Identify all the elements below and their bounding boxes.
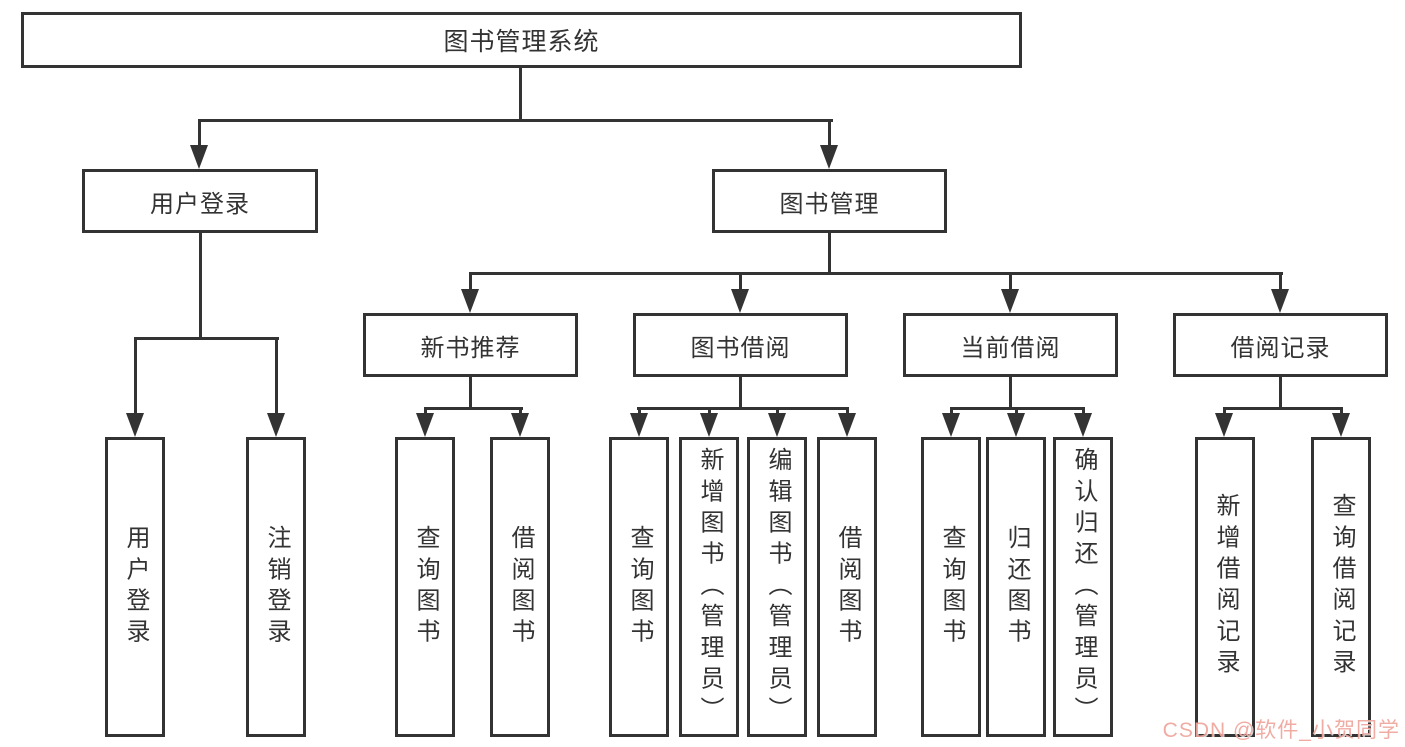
arrow-down-icon [267, 413, 285, 437]
arrow-down-icon [416, 413, 434, 437]
connector-line [846, 407, 849, 417]
node-user-login-leaf: 用户登录 [105, 437, 165, 737]
node-query-books-borrow: 查询图书 [609, 437, 669, 737]
arrow-down-icon [700, 413, 718, 437]
node-label: 确认归还（管理员） [1070, 446, 1097, 728]
arrow-down-icon [942, 413, 960, 437]
node-label: 用户登录 [122, 524, 149, 650]
connector-line [198, 119, 201, 147]
arrow-down-icon [511, 413, 529, 437]
node-book-management: 图书管理 [712, 169, 947, 233]
node-logout: 注销登录 [246, 437, 306, 737]
connector-line [134, 337, 137, 415]
arrow-down-icon [1001, 289, 1019, 313]
connector-line [469, 272, 472, 292]
connector-line [199, 233, 202, 340]
connector-line [739, 272, 742, 292]
node-label: 查询图书 [938, 524, 965, 650]
arrow-down-icon [768, 413, 786, 437]
node-add-books-admin: 新增图书（管理员） [679, 437, 739, 737]
connector-line [198, 119, 833, 122]
connector-line [638, 407, 641, 417]
node-edit-books-admin: 编辑图书（管理员） [747, 437, 807, 737]
node-current-borrowing: 当前借阅 [903, 313, 1118, 377]
connector-line [1009, 377, 1012, 410]
node-label: 注销登录 [263, 524, 290, 650]
connector-line [424, 407, 523, 410]
node-library-system: 图书管理系统 [21, 12, 1022, 68]
node-label: 查询图书 [626, 524, 653, 650]
node-label: 新增图书（管理员） [696, 446, 723, 728]
connector-line [739, 377, 742, 410]
node-borrow-books-recommend: 借阅图书 [490, 437, 550, 737]
node-label: 图书借阅 [690, 334, 791, 362]
node-label: 查询借阅记录 [1328, 493, 1355, 681]
node-borrow-books: 借阅图书 [817, 437, 877, 737]
arrow-down-icon [1332, 413, 1350, 437]
node-label: 归还图书 [1003, 524, 1030, 650]
node-label: 图书管理系统 [443, 28, 600, 56]
node-label: 借阅图书 [507, 524, 534, 650]
node-book-borrowing: 图书借阅 [633, 313, 848, 377]
arrow-down-icon [630, 413, 648, 437]
connector-line [469, 377, 472, 410]
node-label: 查询图书 [412, 524, 439, 650]
node-query-books-current: 查询图书 [921, 437, 981, 737]
connector-line [1009, 272, 1012, 292]
arrow-down-icon [731, 289, 749, 313]
node-label: 借阅图书 [834, 524, 861, 650]
node-label: 借阅记录 [1230, 334, 1331, 362]
arrow-down-icon [1007, 413, 1025, 437]
node-label: 新增借阅记录 [1212, 493, 1239, 681]
connector-line [469, 272, 1283, 275]
csdn-watermark: CSDN @软件_小贺同学 [1162, 719, 1400, 742]
node-user-login: 用户登录 [82, 169, 318, 233]
node-query-borrow-record: 查询借阅记录 [1311, 437, 1371, 737]
arrow-down-icon [190, 145, 208, 169]
node-return-books: 归还图书 [986, 437, 1046, 737]
connector-line [519, 407, 522, 417]
node-label: 当前借阅 [960, 334, 1061, 362]
connector-line [637, 407, 849, 410]
arrow-down-icon [820, 145, 838, 169]
node-label: 图书管理 [779, 190, 880, 218]
connector-line [1223, 407, 1343, 410]
arrow-down-icon [461, 289, 479, 313]
connector-line [1082, 407, 1085, 417]
connector-line [1340, 407, 1343, 417]
node-borrowing-records: 借阅记录 [1173, 313, 1388, 377]
connector-line [1015, 407, 1018, 417]
connector-line [1279, 272, 1282, 292]
connector-line [275, 337, 278, 415]
arrow-down-icon [126, 413, 144, 437]
node-new-book-recommendation: 新书推荐 [363, 313, 578, 377]
arrow-down-icon [1215, 413, 1233, 437]
connector-line [708, 407, 711, 417]
node-label: 新书推荐 [420, 334, 521, 362]
node-confirm-return-admin: 确认归还（管理员） [1053, 437, 1113, 737]
connector-line [1279, 377, 1282, 410]
arrow-down-icon [1074, 413, 1092, 437]
arrow-down-icon [1271, 289, 1289, 313]
node-add-borrow-record: 新增借阅记录 [1195, 437, 1255, 737]
connector-line [424, 407, 427, 417]
connector-line [134, 337, 279, 340]
connector-line [776, 407, 779, 417]
node-label: 编辑图书（管理员） [764, 446, 791, 728]
node-label: 用户登录 [150, 190, 250, 218]
connector-line [828, 119, 831, 147]
connector-line [950, 407, 953, 417]
arrow-down-icon [838, 413, 856, 437]
node-query-books-recommend: 查询图书 [395, 437, 455, 737]
connector-line [1223, 407, 1226, 417]
connector-line [828, 233, 831, 275]
connector-line [519, 68, 522, 122]
